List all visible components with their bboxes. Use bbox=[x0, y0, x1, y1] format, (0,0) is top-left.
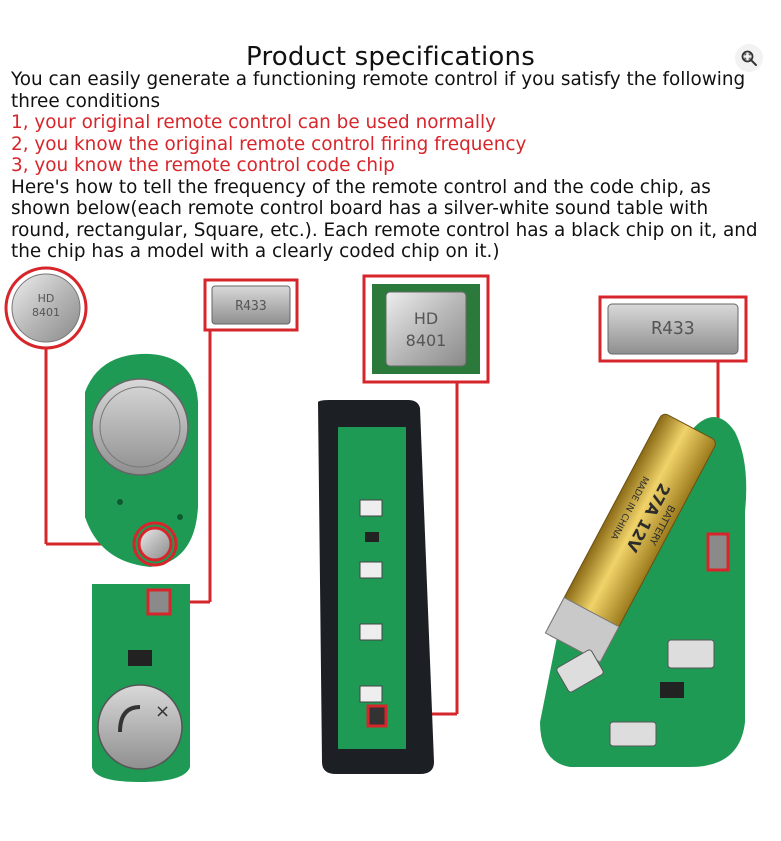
rect-chip-zoom-left: R433 bbox=[203, 278, 299, 332]
zoom-icon bbox=[741, 50, 757, 66]
remote-housing-long bbox=[318, 400, 434, 774]
intro-text: You can easily generate a functioning re… bbox=[11, 69, 746, 112]
svg-text:×: × bbox=[155, 701, 170, 722]
rect-chip-zoom-right: R433 bbox=[598, 295, 748, 363]
rect-chip-label-left: R433 bbox=[235, 299, 266, 314]
round-chip-zoom: HD 8401 bbox=[4, 266, 88, 350]
round-chip-label-1: HD bbox=[38, 292, 55, 305]
rect-chip-label-right: R433 bbox=[651, 318, 694, 339]
pcb-board-rectangular: × bbox=[92, 584, 190, 782]
round-chip-label-2: 8401 bbox=[32, 306, 60, 319]
condition-2: 2, you know the original remote control … bbox=[11, 133, 527, 155]
pcb-board-round bbox=[85, 353, 198, 567]
remote-boards-figure: HD 8401 R433 × HD 8401 bbox=[4, 266, 748, 782]
zoom-button[interactable] bbox=[735, 44, 763, 72]
condition-1: 1, your original remote control can be u… bbox=[11, 112, 496, 133]
description: You can easily generate a functioning re… bbox=[11, 69, 771, 263]
page-title: Product specifications bbox=[246, 42, 535, 72]
square-chip-zoom: HD 8401 bbox=[362, 274, 490, 384]
square-chip-label-2: 8401 bbox=[406, 331, 447, 350]
explanation-text: Here's how to tell the frequency of the … bbox=[11, 176, 758, 263]
condition-3: 3, you know the remote control code chip bbox=[11, 155, 395, 176]
pcb-board-battery: 27A 12V BATTERY MADE IN CHINA bbox=[540, 413, 747, 767]
square-chip-label-1: HD bbox=[414, 309, 438, 328]
